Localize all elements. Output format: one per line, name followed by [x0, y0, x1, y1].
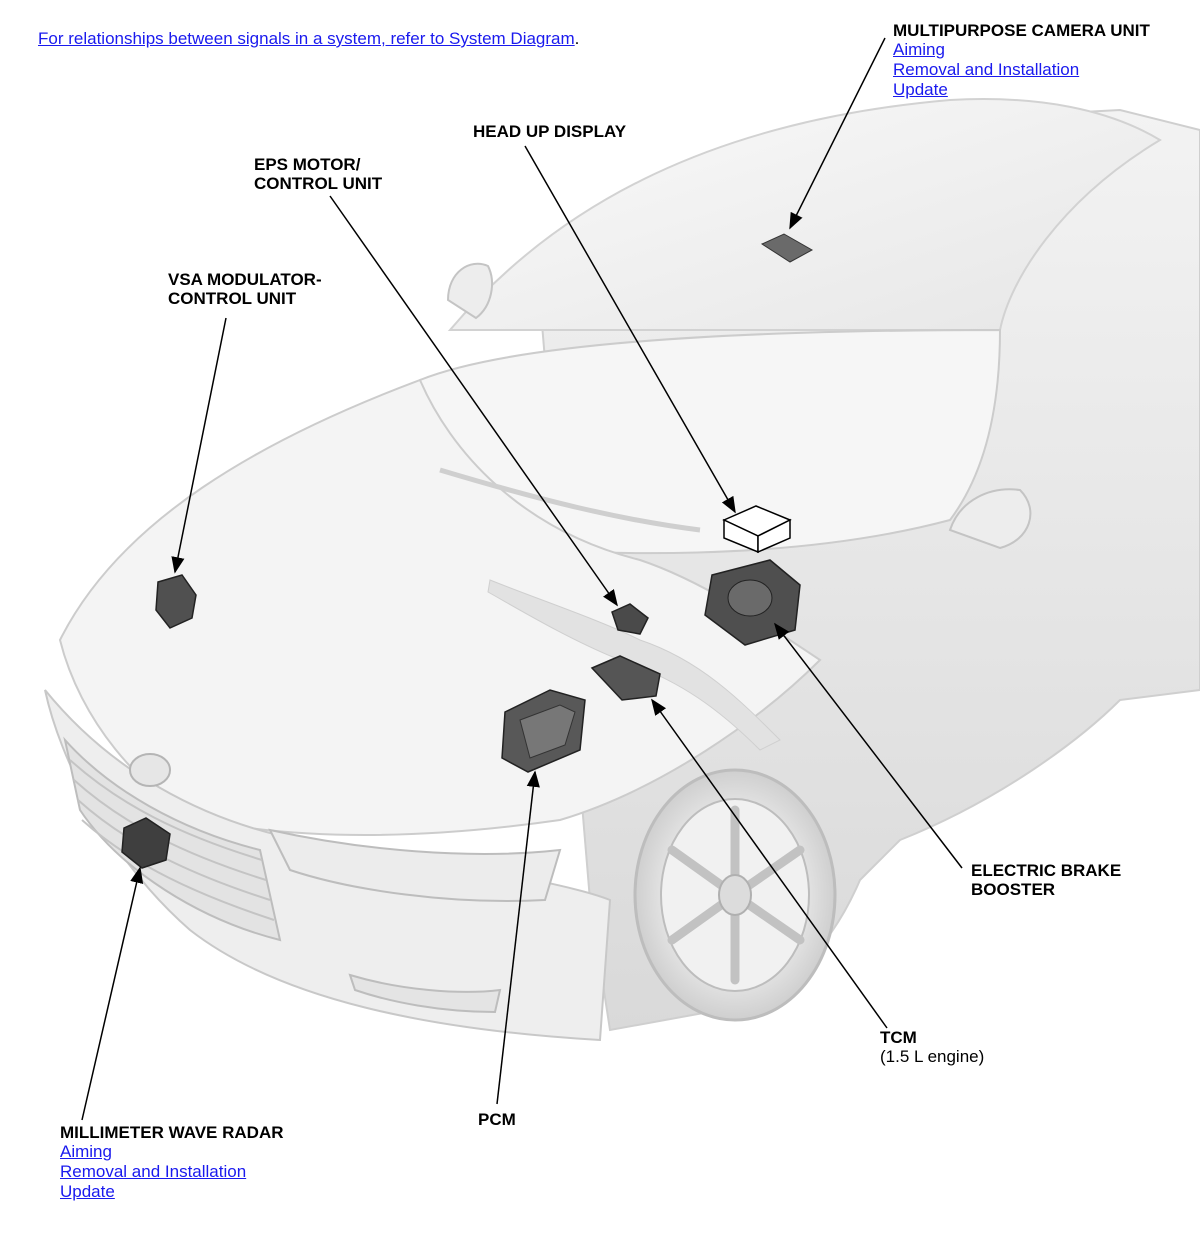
eps-motor-part — [611, 603, 649, 635]
front-grille — [63, 736, 282, 942]
vsa-modulator-part — [155, 574, 197, 629]
car-roof — [447, 98, 1162, 332]
leader-eps — [329, 195, 618, 607]
radar-title: MILLIMETER WAVE RADAR — [60, 1123, 284, 1142]
left-mirror — [446, 262, 493, 320]
leader-hud — [524, 145, 736, 514]
radar-callout: MILLIMETER WAVE RADAR Aiming Removal and… — [60, 1123, 284, 1202]
intro-note: For relationships between signals in a s… — [38, 29, 579, 49]
right-mirror — [948, 488, 1032, 550]
intro-suffix: . — [574, 29, 580, 48]
headlight — [268, 828, 562, 902]
tcm-note: (1.5 L engine) — [880, 1047, 985, 1066]
brake-callout: ELECTRIC BRAKE BOOSTER — [971, 861, 1121, 899]
eps-title-line1: EPS MOTOR/ — [254, 155, 361, 174]
camera-unit-title: MULTIPURPOSE CAMERA UNIT — [893, 21, 1150, 40]
hud-title: HEAD UP DISPLAY — [473, 122, 627, 141]
leader-pcm — [496, 770, 540, 1105]
vsa-callout: VSA MODULATOR- CONTROL UNIT — [168, 270, 322, 308]
wiring-harness — [487, 579, 781, 751]
leader-tcm — [651, 698, 888, 1029]
radar-part — [121, 817, 171, 869]
brake-title-line1: ELECTRIC BRAKE — [971, 861, 1122, 880]
system-diagram-link[interactable]: For relationships between signals in a s… — [38, 29, 575, 48]
camera-update-link[interactable]: Update — [893, 80, 948, 99]
leader-camera — [789, 37, 886, 230]
camera-unit-callout: MULTIPURPOSE CAMERA UNIT Aiming Removal … — [893, 21, 1150, 100]
radar-removal-link[interactable]: Removal and Installation — [60, 1162, 247, 1181]
tcm-callout: TCM (1.5 L engine) — [880, 1028, 984, 1066]
radar-update-link[interactable]: Update — [60, 1182, 115, 1201]
vsa-title-line1: VSA MODULATOR- — [168, 270, 322, 289]
vsa-title-line2: CONTROL UNIT — [168, 289, 297, 308]
leader-vsa — [171, 317, 227, 574]
camera-aiming-link[interactable]: Aiming — [893, 40, 945, 59]
pcm-part — [501, 689, 586, 773]
front-wheel — [633, 768, 837, 1022]
fog-lamp — [348, 973, 502, 1014]
leader-radar — [81, 866, 144, 1121]
brake-title-line2: BOOSTER — [971, 880, 1056, 899]
camera-unit-part — [760, 233, 814, 263]
radar-aiming-link[interactable]: Aiming — [60, 1142, 112, 1161]
tcm-title: TCM — [880, 1028, 917, 1047]
pcm-title: PCM — [478, 1110, 516, 1129]
eps-title-line2: CONTROL UNIT — [254, 174, 383, 193]
leader-brake — [773, 622, 963, 869]
camera-removal-link[interactable]: Removal and Installation — [893, 60, 1080, 79]
brand-emblem — [129, 753, 171, 787]
tcm-part — [590, 655, 661, 701]
eps-callout: EPS MOTOR/ CONTROL UNIT — [254, 155, 382, 193]
hud-part — [722, 505, 792, 554]
